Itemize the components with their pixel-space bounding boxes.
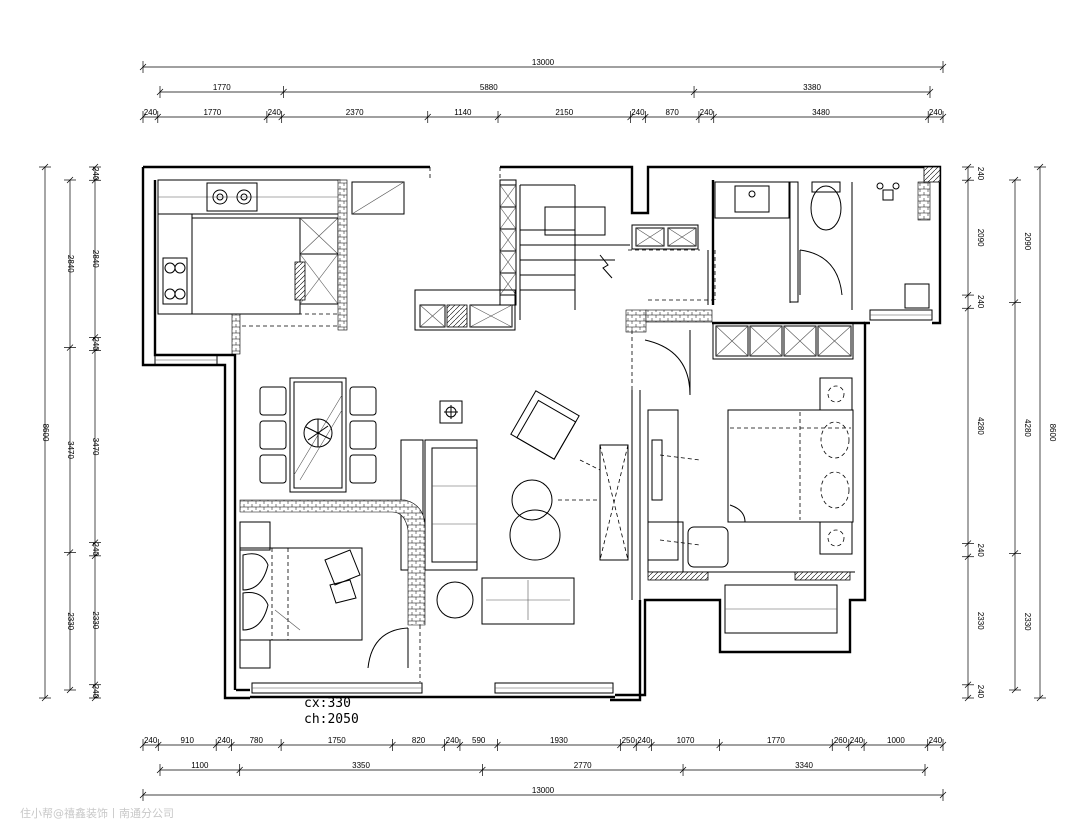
left-seg-label: 2840 xyxy=(91,250,100,268)
right-seg-label: 240 xyxy=(976,295,985,309)
bottom-seg-label: 780 xyxy=(250,736,264,745)
annotation-ch: ch:2050 xyxy=(304,712,359,727)
right-total-label: 8600 xyxy=(1048,424,1057,442)
bottom-seg-label: 250 xyxy=(622,736,636,745)
bottom-seg-label: 240 xyxy=(637,736,651,745)
bottom-seg-label: 1930 xyxy=(550,736,568,745)
left-group-label: 2840 xyxy=(66,255,75,273)
top-seg-label: 240 xyxy=(700,108,714,117)
bottom-seg-label: 240 xyxy=(217,736,231,745)
exterior-walls xyxy=(141,165,942,702)
top-seg-label: 1770 xyxy=(203,108,221,117)
top-seg-label: 240 xyxy=(268,108,282,117)
watermark-text: 住小帮@禧鑫装饰丨南通分公司 xyxy=(20,806,174,820)
top-group-label: 3380 xyxy=(803,83,821,92)
top-seg-label: 3480 xyxy=(812,108,830,117)
top-seg-label: 870 xyxy=(665,108,679,117)
bottom-seg-label: 1000 xyxy=(887,736,905,745)
left-seg-label: 2330 xyxy=(91,611,100,629)
right-seg-label: 240 xyxy=(976,167,985,181)
left-group-label: 3470 xyxy=(66,441,75,459)
bottom-seg-label: 1070 xyxy=(677,736,695,745)
right-group-label: 4280 xyxy=(1023,419,1032,437)
right-seg-label: 4280 xyxy=(976,417,985,435)
bottom-group-label: 3340 xyxy=(795,761,813,770)
bottom-total-label: 13000 xyxy=(532,786,555,795)
cabinet-unit xyxy=(414,289,516,331)
top-seg-label: 240 xyxy=(929,108,943,117)
staircase xyxy=(429,167,712,320)
left-seg-label: 240 xyxy=(91,685,100,699)
master-bedroom xyxy=(599,309,865,600)
bottom-seg-label: 240 xyxy=(850,736,864,745)
annotation-cx: cx:330 xyxy=(304,696,351,711)
left-group-label: 2330 xyxy=(66,612,75,630)
top-group-label: 1770 xyxy=(213,83,231,92)
bottom-group-label: 2770 xyxy=(574,761,592,770)
right-group-label: 2330 xyxy=(1023,613,1032,631)
bottom-seg-label: 1750 xyxy=(328,736,346,745)
bottom-seg-label: 240 xyxy=(929,736,943,745)
bathroom xyxy=(707,166,941,310)
right-seg-label: 2330 xyxy=(976,612,985,630)
bottom-group-label: 1100 xyxy=(191,761,209,770)
dining-area xyxy=(259,377,377,493)
left-seg-label: 240 xyxy=(91,337,100,351)
bottom-seg-label: 820 xyxy=(412,736,426,745)
left-total-label: 8600 xyxy=(41,424,50,442)
bottom-seg-label: 240 xyxy=(144,736,158,745)
right-dimension-chain: 240 2090 240 4280 240 2330 240 2090 4280 2330 8600 xyxy=(962,163,1057,702)
top-dimension-chain: 13000 1770 5880 3380 240 1770 240 2370 1140 2150 2… xyxy=(139,58,947,123)
top-seg-label: 240 xyxy=(144,108,158,117)
right-seg-label: 240 xyxy=(976,685,985,699)
left-seg-label: 240 xyxy=(91,543,100,557)
bottom-seg-label: 1770 xyxy=(767,736,785,745)
second-bedroom xyxy=(239,499,426,682)
right-seg-label: 2090 xyxy=(976,229,985,247)
top-total-label: 13000 xyxy=(532,58,555,67)
bottom-seg-label: 590 xyxy=(472,736,486,745)
kitchen xyxy=(157,179,405,355)
right-seg-label: 240 xyxy=(976,543,985,557)
bottom-seg-label: 910 xyxy=(181,736,195,745)
top-seg-label: 2150 xyxy=(555,108,573,117)
left-seg-label: 3470 xyxy=(91,438,100,456)
bottom-seg-label: 260 xyxy=(834,736,848,745)
left-seg-label: 240 xyxy=(91,167,100,181)
right-group-label: 2090 xyxy=(1023,232,1032,250)
top-seg-label: 240 xyxy=(631,108,645,117)
living-room xyxy=(400,390,601,625)
top-group-label: 5880 xyxy=(480,83,498,92)
bottom-seg-label: 240 xyxy=(446,736,460,745)
left-dimension-chain: 8600 2840 3470 2330 240 2840 240 3470 240 2330 240 xyxy=(39,163,101,702)
top-seg-label: 2370 xyxy=(346,108,364,117)
bottom-group-label: 3350 xyxy=(352,761,370,770)
windows xyxy=(154,309,933,694)
top-seg-label: 1140 xyxy=(454,108,472,117)
